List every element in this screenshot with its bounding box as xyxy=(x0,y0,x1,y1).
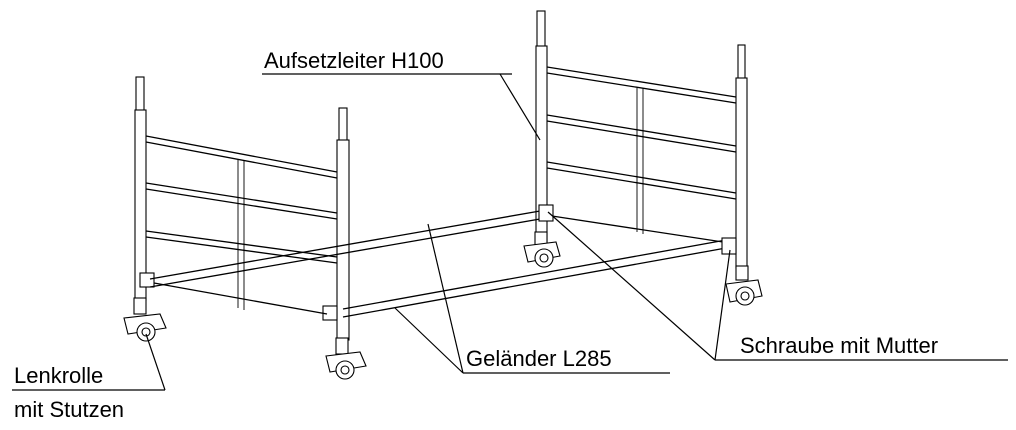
caster-rear-left xyxy=(523,231,561,268)
front-ladder-frame xyxy=(134,76,350,341)
label-caster-line2: mit Stutzen xyxy=(14,397,124,422)
leader-lines xyxy=(12,73,1008,391)
railings xyxy=(149,204,737,318)
caster-rear-right xyxy=(725,265,763,306)
label-ladder: Aufsetzleiter H100 xyxy=(264,48,444,73)
label-railing: Geländer L285 xyxy=(466,346,612,371)
caster-front-right xyxy=(325,337,367,380)
caster-front-left xyxy=(123,297,167,342)
label-bolt: Schraube mit Mutter xyxy=(740,333,938,358)
rear-ladder-frame xyxy=(535,10,748,269)
label-caster-line1: Lenkrolle xyxy=(14,363,103,388)
